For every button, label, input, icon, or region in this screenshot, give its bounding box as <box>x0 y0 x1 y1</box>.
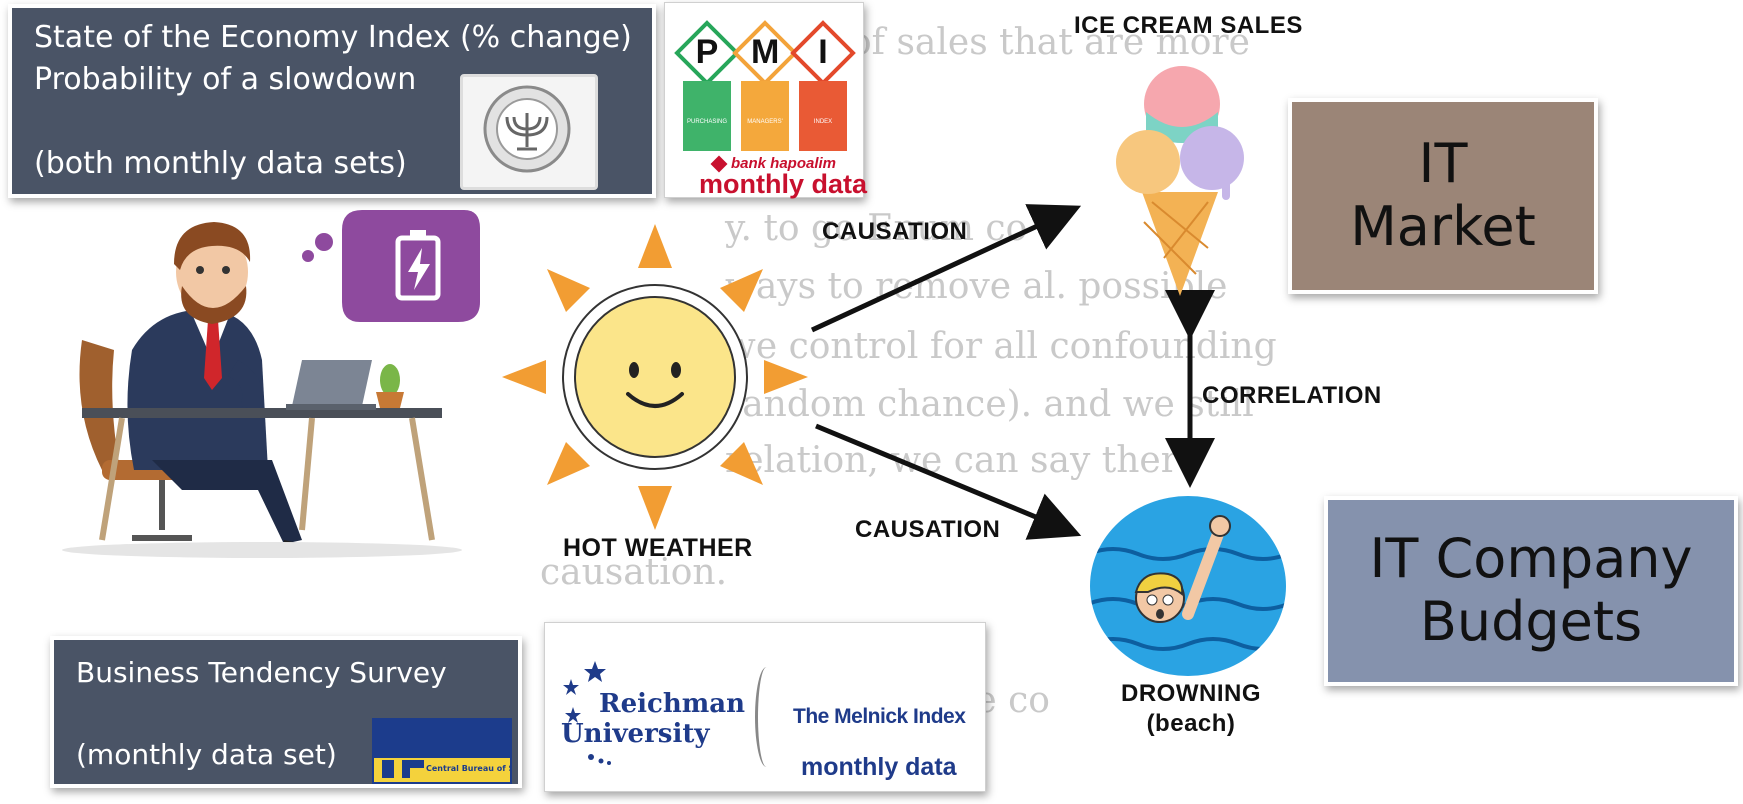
it-budgets-line1: IT Company <box>1369 527 1693 591</box>
ice-cream-cone-icon <box>1116 66 1244 296</box>
pmi-letter-i: I <box>818 33 828 71</box>
sun-icon <box>502 224 808 530</box>
arrow-causation-bottom <box>815 423 1082 540</box>
it-market-line2: Market <box>1350 195 1536 258</box>
pmi-sublabel-purchasing: PURCHASING <box>686 119 727 125</box>
reichman-melnick-card: Reichman University The Melnick Index mo… <box>544 622 986 792</box>
hot-weather-label: HOT WEATHER <box>563 534 753 562</box>
it-budgets-line2: Budgets <box>1419 590 1643 653</box>
causation-label-bottom: CAUSATION <box>855 516 1001 543</box>
monthly-data-note: (both monthly data sets) <box>34 146 407 181</box>
cbs-emblem-icon <box>374 720 510 778</box>
faint-text-1: of sales that are more <box>850 22 1250 63</box>
business-tendency-title: Business Tendency Survey <box>76 656 447 689</box>
pmi-letter-m: M <box>751 33 780 71</box>
faint-text-3: ways to remove al. possible <box>725 266 1228 307</box>
economy-index-box: State of the Economy Index (% change) Pr… <box>8 4 656 198</box>
low-battery-icon <box>395 230 441 301</box>
arrow-causation-top <box>810 204 1082 333</box>
faint-text-7: causation. <box>540 552 728 593</box>
ice-cream-sales-label: ICE CREAM SALES <box>1074 12 1303 39</box>
pmi-logo-graphic <box>674 20 856 151</box>
economy-index-title: State of the Economy Index (% change) <box>34 20 632 55</box>
business-tendency-box: Business Tendency Survey (monthly data s… <box>50 636 522 788</box>
bank-of-israel-emblem-icon <box>483 85 571 173</box>
thought-bubble <box>342 210 480 322</box>
it-company-budgets-box: IT Company Budgets <box>1324 496 1738 686</box>
pmi-monthly-data-caption: monthly data <box>699 169 868 199</box>
reichman-name-line1: Reichman <box>599 689 746 719</box>
cbs-logo-text: Central Bureau of Statistics <box>426 764 510 773</box>
drowning-beach-label: (beach) <box>1146 710 1236 737</box>
melnick-monthly-data-caption: monthly data <box>801 753 957 781</box>
it-market-line1: IT <box>1418 132 1468 196</box>
pmi-sublabel-managers: MANAGERS' <box>747 119 783 125</box>
cbs-logo: Central Bureau of Statistics <box>372 718 512 784</box>
drowning-label: DROWNING <box>1121 680 1261 707</box>
causation-label-top: CAUSATION <box>822 218 968 245</box>
pmi-diamonds <box>674 20 856 151</box>
correlation-label: CORRELATION <box>1202 382 1382 409</box>
reichman-stars-icon <box>563 661 611 765</box>
bank-of-israel-logo <box>460 74 598 190</box>
drowning-person-icon <box>1090 496 1286 676</box>
faint-text-2: y. to go Enum co <box>725 208 1028 249</box>
pmi-card: P M I PURCHASING MANAGERS' INDEX bank ha… <box>664 2 868 199</box>
it-market-box: IT Market <box>1288 98 1598 294</box>
monthly-data-set-note: (monthly data set) <box>76 738 337 771</box>
pmi-letter-p: P <box>695 33 719 71</box>
tired-businessman-illustration <box>62 210 480 558</box>
reichman-name-line2: University <box>561 719 710 749</box>
melnick-index-label: The Melnick Index <box>793 705 966 728</box>
card-divider <box>755 667 778 767</box>
pmi-sublabel-index: INDEX <box>813 119 833 125</box>
faint-text-6: relation, we can say there <box>725 440 1200 481</box>
bank-hapoalim-label: bank hapoalim <box>731 155 837 172</box>
slowdown-probability-label: Probability of a slowdown <box>34 62 417 97</box>
